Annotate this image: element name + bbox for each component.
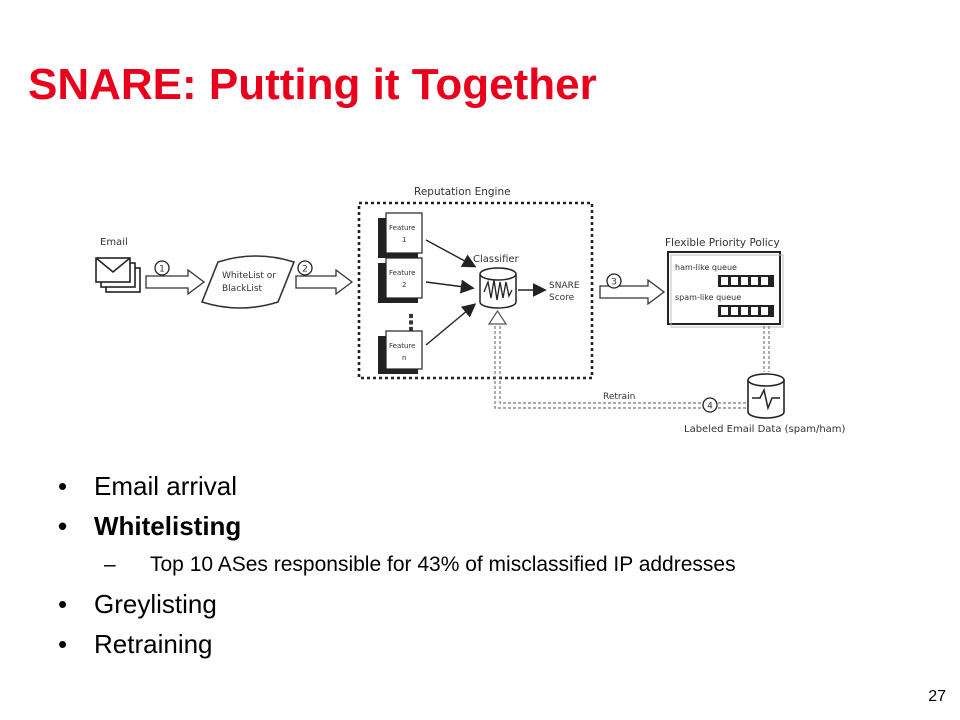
feature-n-number: n (402, 354, 406, 362)
policy-box-shadow (670, 254, 784, 328)
whitelist-label-line2: BlackList (222, 284, 263, 294)
feature-2-number: 2 (402, 281, 406, 289)
step-number-4: 4 (707, 402, 713, 412)
bullet-marker: • (58, 471, 68, 501)
feature-2-arrow (425, 279, 475, 294)
whitelist-label-line1: WhiteList or (222, 271, 276, 281)
feature-n-label: Feature (389, 342, 415, 350)
bullet-text: Greylisting (94, 589, 217, 619)
bullet-whitelisting: • Whitelisting (58, 506, 736, 546)
step-number-1: 1 (159, 265, 165, 275)
snare-architecture-diagram: Email 1 WhiteList or BlackList 2 Reputat… (95, 186, 846, 435)
feature-n-arrow (425, 303, 477, 346)
step-badge-3: 3 (606, 273, 622, 289)
feature-1-number: 1 (402, 236, 406, 244)
bullet-text: Whitelisting (94, 511, 242, 541)
page-number: 27 (928, 688, 946, 705)
feature-1-box: Feature 1 (378, 212, 423, 258)
bullet-text: Email arrival (94, 471, 238, 501)
sub-bullet-top-ases: – Top 10 ASes responsible for 43% of mis… (104, 546, 736, 584)
step-badge-1: 1 (154, 260, 170, 276)
bullet-marker: • (58, 511, 68, 541)
slide-title: SNARE: Putting it Together (28, 60, 597, 109)
feature-1-arrow (425, 239, 477, 268)
bullet-marker: • (58, 629, 68, 659)
policy-label: Flexible Priority Policy (665, 237, 780, 249)
feature-1-label: Feature (389, 224, 415, 232)
sub-bullet-text: Top 10 ASes responsible for 43% of miscl… (150, 553, 736, 576)
reputation-engine-box (357, 201, 594, 380)
ham-queue (718, 275, 774, 287)
step-number-3: 3 (611, 278, 617, 288)
score-label-line1: SNARE (549, 281, 580, 291)
labeled-data-icon (747, 373, 785, 419)
spam-queue (718, 305, 774, 317)
feature-2-box: Feature 2 (378, 257, 423, 303)
bullet-marker: • (58, 589, 68, 619)
classifier-label: Classifier (473, 254, 520, 265)
bullet-text: Retraining (94, 629, 213, 659)
labeled-data-label: Labeled Email Data (spam/ham) (684, 424, 846, 435)
email-icon (95, 257, 141, 293)
sub-bullet-marker: – (104, 553, 116, 576)
classifier-icon (479, 267, 517, 309)
whitelist-blacklist-box (200, 255, 296, 309)
score-label-line2: Score (549, 293, 575, 303)
bullet-retraining: • Retraining (58, 624, 736, 664)
spam-queue-label: spam-like queue (675, 293, 741, 302)
feature-2-label: Feature (389, 269, 415, 277)
step-number-2: 2 (302, 265, 308, 275)
bullet-email-arrival: • Email arrival (58, 466, 736, 506)
feature-ellipsis: ⋮ (400, 311, 422, 336)
step-badge-4: 4 (702, 397, 718, 413)
flow-arrow-1 (145, 268, 206, 296)
email-label: Email (100, 237, 128, 248)
feature-n-box: Feature n (378, 330, 423, 374)
bullet-list: • Email arrival • Whitelisting – Top 10 … (58, 466, 736, 664)
bullet-greylisting: • Greylisting (58, 584, 736, 624)
retrain-arrowhead (487, 309, 508, 325)
flow-arrow-2 (295, 268, 354, 296)
ham-queue-label: ham-like queue (675, 263, 737, 272)
retrain-path-inner (499, 318, 746, 404)
retrain-path (494, 318, 746, 409)
reputation-engine-label: Reputation Engine (414, 186, 511, 198)
retrain-label: Retrain (603, 392, 635, 402)
step-badge-2: 2 (297, 260, 313, 276)
